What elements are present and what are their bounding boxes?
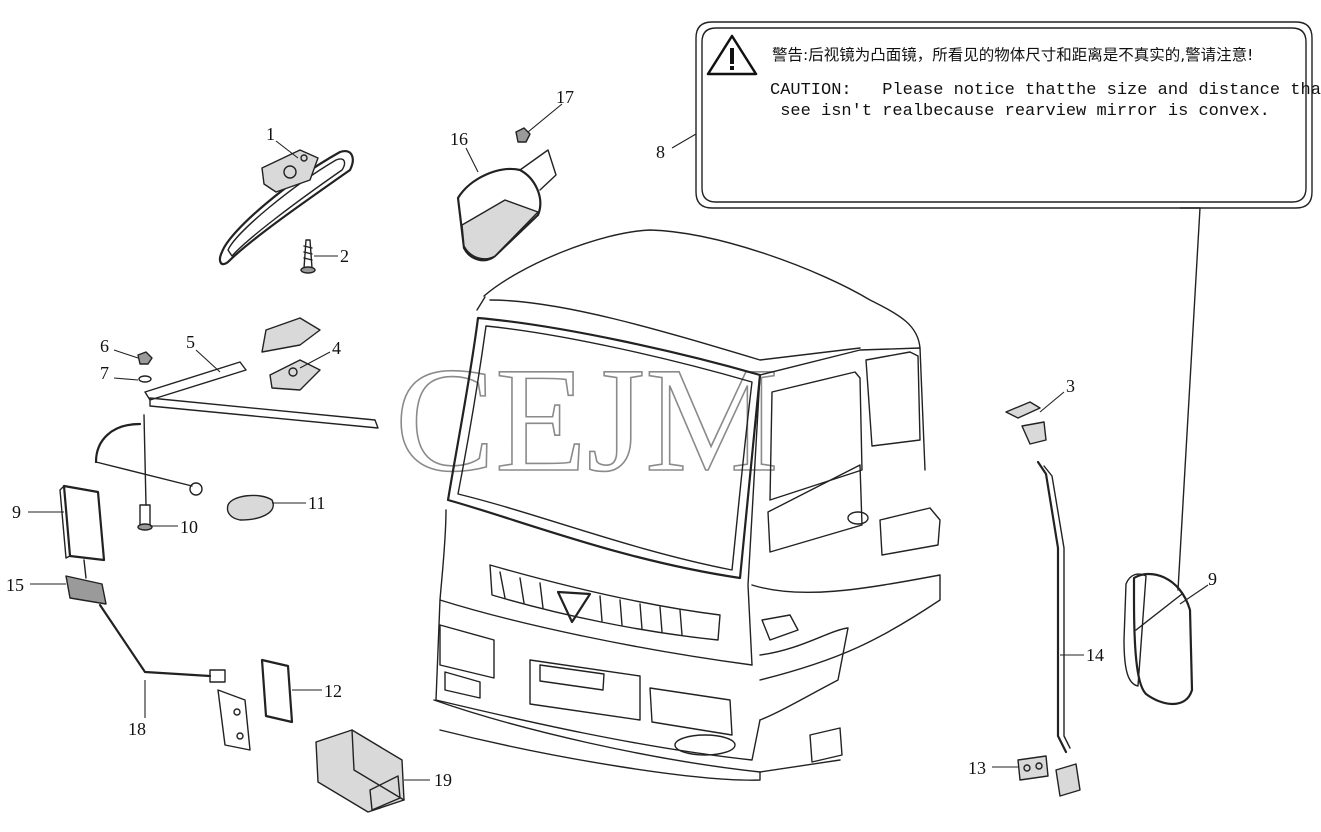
part-6-nut (137, 351, 153, 365)
part-14-arm-right (1036, 460, 1071, 754)
warning-text-english-line1: CAUTION: Please notice thatthe size and … (770, 81, 1321, 100)
part-18-lower-arm (98, 603, 251, 751)
part-16-wide-angle-mirror (456, 149, 557, 262)
part-5-mirror-arm (144, 361, 379, 429)
part-9-mirror-right (1123, 207, 1201, 705)
callout-19: 19 (434, 770, 452, 790)
watermark: CEJM (395, 337, 778, 503)
part-13-plate (1017, 755, 1081, 797)
part-1-interior-mirror (218, 149, 354, 266)
callout-13: 13 (968, 758, 986, 778)
part-2-screw (300, 239, 316, 274)
callout-17: 17 (556, 87, 574, 107)
part-10-bolt (137, 414, 153, 531)
callout-9-right: 9 (1208, 569, 1217, 589)
warning-triangle-icon (706, 34, 758, 76)
part-4-bracket (261, 317, 321, 391)
warning-text-chinese: 警告:后视镜为凸面镜，所看见的物体尺寸和距离是不真实的,警请注意! (772, 45, 1253, 64)
callout-10: 10 (180, 517, 198, 537)
part-9-mirror-left (59, 422, 203, 579)
callout-8: 8 (656, 142, 665, 162)
callout-1: 1 (266, 124, 275, 144)
warning-label: 警告:后视镜为凸面镜，所看见的物体尺寸和距离是不真实的,警请注意! CAUTIO… (695, 21, 1321, 209)
callout-9-left: 9 (12, 502, 21, 522)
callout-18: 18 (128, 719, 146, 739)
part-11-cover (226, 494, 274, 521)
callout-14: 14 (1086, 645, 1104, 665)
callout-15: 15 (6, 575, 24, 595)
callout-6: 6 (100, 336, 109, 356)
part-15-mirror-head (65, 575, 107, 605)
callout-12: 12 (324, 681, 342, 701)
leader-lines (28, 103, 1209, 781)
part-17-nut (515, 127, 531, 143)
part-7-washer (138, 375, 152, 383)
part-12-gasket (260, 658, 294, 724)
callout-3: 3 (1066, 376, 1075, 396)
callout-5: 5 (186, 332, 195, 352)
callout-labels: 1 2 3 4 5 6 7 8 9 9 10 11 12 13 14 15 16… (6, 87, 1217, 790)
callout-4: 4 (332, 338, 341, 358)
callout-7: 7 (100, 363, 109, 383)
part-3-bracket-right (1005, 401, 1047, 445)
part-19-switch (315, 729, 405, 813)
truck-cab (433, 229, 941, 781)
callout-2: 2 (340, 246, 349, 266)
callout-16: 16 (450, 129, 468, 149)
warning-text-english-line2: see isn't realbecause rearview mirror is… (770, 102, 1270, 121)
callout-11: 11 (308, 493, 325, 513)
